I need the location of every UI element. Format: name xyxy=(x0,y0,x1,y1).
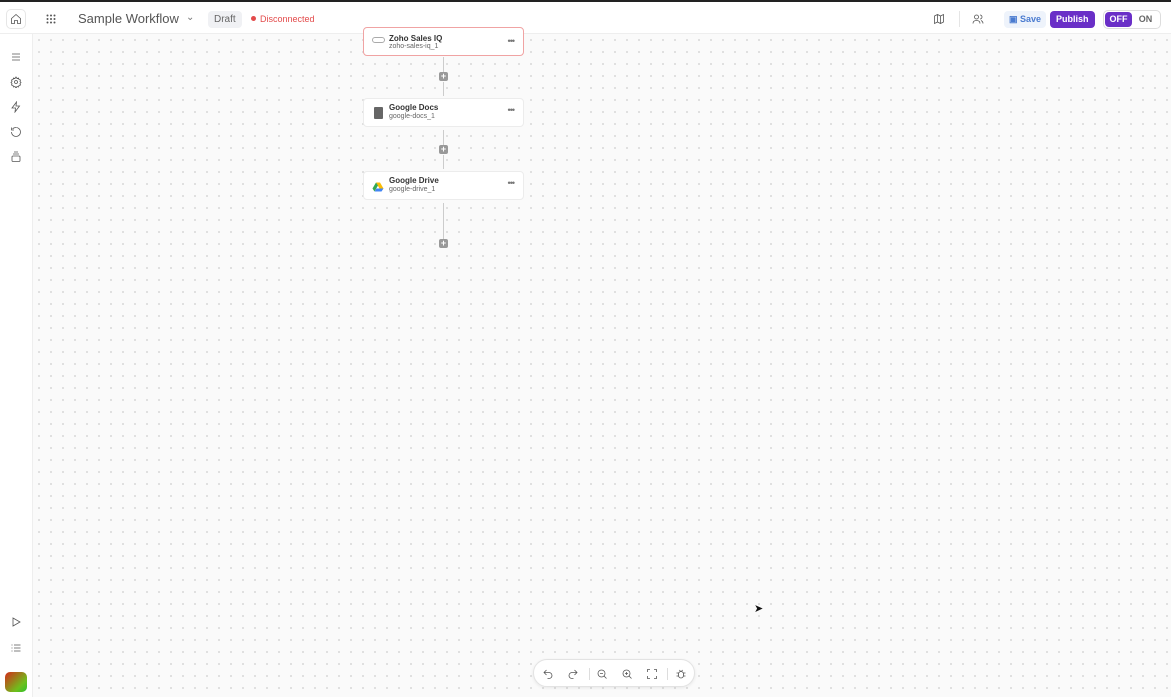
undo-icon[interactable] xyxy=(541,667,555,681)
publish-button[interactable]: Publish xyxy=(1050,11,1095,28)
sidebar xyxy=(0,34,33,697)
play-icon[interactable] xyxy=(9,615,23,629)
active-toggle[interactable]: OFF ON xyxy=(1103,10,1161,29)
toggle-off[interactable]: OFF xyxy=(1105,12,1132,27)
node-title: Zoho Sales IQ xyxy=(389,34,443,43)
connection-status: Disconnected xyxy=(251,14,315,24)
redo-icon[interactable] xyxy=(566,667,580,681)
node-google-drive[interactable]: Google Drive google-drive_1 ••• xyxy=(363,171,524,200)
add-step-button[interactable]: + xyxy=(439,144,448,154)
avatar[interactable] xyxy=(5,672,27,692)
workflow-title[interactable]: Sample Workflow xyxy=(78,11,179,26)
map-icon[interactable] xyxy=(932,12,946,26)
debug-icon[interactable] xyxy=(674,667,688,681)
zoho-icon xyxy=(372,37,385,43)
apps-grid-icon[interactable] xyxy=(44,12,58,26)
mouse-cursor: ➤ xyxy=(754,603,764,615)
history-icon[interactable] xyxy=(9,125,23,139)
zoom-in-icon[interactable] xyxy=(620,667,634,681)
node-id: google-docs_1 xyxy=(389,113,435,120)
add-step-button[interactable]: + xyxy=(439,238,448,248)
node-title: Google Drive xyxy=(389,176,439,185)
more-icon[interactable]: ••• xyxy=(507,105,516,115)
list-icon[interactable] xyxy=(9,641,23,655)
fit-view-icon[interactable] xyxy=(645,667,659,681)
save-label: Save xyxy=(1020,14,1042,24)
zoom-out-icon[interactable] xyxy=(595,667,609,681)
zap-icon[interactable] xyxy=(9,100,23,114)
more-icon[interactable]: ••• xyxy=(507,178,516,188)
top-bar: Sample Workflow ⌄ Draft Disconnected ▣ S… xyxy=(0,0,1171,34)
node-id: zoho-sales-iq_1 xyxy=(389,43,439,50)
layers-icon[interactable] xyxy=(9,150,23,164)
node-zoho-sales-iq[interactable]: Zoho Sales IQ zoho-sales-iq_1 ••• xyxy=(363,27,524,56)
toggle-on[interactable]: ON xyxy=(1138,14,1153,24)
google-docs-icon xyxy=(374,107,383,119)
more-icon[interactable]: ••• xyxy=(507,36,516,46)
users-icon[interactable] xyxy=(971,12,985,26)
menu-icon[interactable] xyxy=(9,50,23,64)
node-google-docs[interactable]: Google Docs google-docs_1 ••• xyxy=(363,98,524,127)
chevron-down-icon[interactable]: ⌄ xyxy=(186,12,195,23)
status-badge: Draft xyxy=(208,11,242,28)
workflow-canvas[interactable] xyxy=(33,34,1171,697)
node-id: google-drive_1 xyxy=(389,186,436,193)
save-button[interactable]: ▣ Save xyxy=(1004,11,1047,28)
add-step-button[interactable]: + xyxy=(439,71,448,81)
home-icon[interactable] xyxy=(6,9,26,29)
google-drive-icon xyxy=(372,180,384,192)
canvas-toolbar xyxy=(533,659,695,687)
node-title: Google Docs xyxy=(389,103,439,112)
settings-icon[interactable] xyxy=(9,75,23,89)
